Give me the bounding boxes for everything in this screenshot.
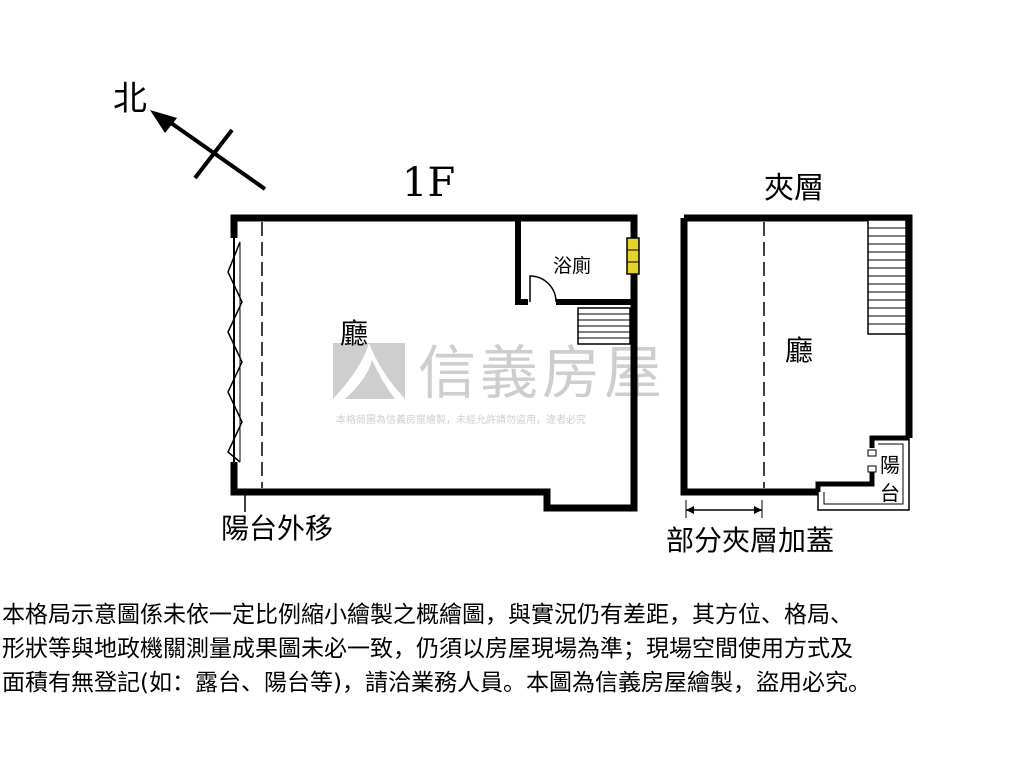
mezzanine-staircase xyxy=(867,219,907,335)
mezzanine-balcony-label-bottom: 台 xyxy=(880,481,900,505)
north-compass: 北 xyxy=(113,79,267,191)
bathroom-label: 浴廁 xyxy=(553,254,591,277)
floor1-living-room-label: 廳 xyxy=(340,317,368,350)
disclaimer-line-2: 形狀等與地政機關測量成果圖未必一致，仍須以房屋現場為準；現場空間使用方式及 xyxy=(2,636,853,662)
dimension-arrow-right xyxy=(754,506,762,514)
disclaimer-line-3: 面積有無登記(如：露台、陽台等)，請洽業務人員。本圖為信義房屋繪製，盜用必究。 xyxy=(2,670,871,696)
floor1-balcony-note: 陽台外移 xyxy=(221,512,333,545)
mezzanine-balcony-outline xyxy=(817,438,910,511)
floor1-plan: 1F 浴廁 廳 陽台外移 xyxy=(221,160,640,545)
folding-door-zigzag xyxy=(227,241,243,463)
floor1-staircase xyxy=(577,307,631,345)
mezzanine-balcony-wall-bottom xyxy=(815,472,875,492)
sinyi-logo-icon xyxy=(333,343,405,399)
mezzanine-living-room-label: 廳 xyxy=(785,334,813,367)
bathroom-wall-west xyxy=(515,218,528,305)
compass-arrowhead xyxy=(150,110,177,133)
balcony-door-mark-lower xyxy=(867,465,877,473)
mezzanine-title: 夾層 xyxy=(764,171,824,206)
watermark-brand: 信義房屋 xyxy=(418,339,666,407)
mezzanine-balcony-inner-outline xyxy=(823,443,904,505)
floor1-title: 1F xyxy=(402,160,455,206)
compass-crossbar xyxy=(193,128,234,180)
balcony-door-mark-upper xyxy=(867,449,877,457)
compass-north-label: 北 xyxy=(113,79,147,119)
mezzanine-north-east-wall xyxy=(684,214,913,438)
floor-plan-drawing: 北 信義房屋 本格局圖為信義房屋繪製，未經允許請勿盜用，違者必究 1F 浴廁 xyxy=(113,79,913,557)
floor1-outer-wall xyxy=(230,214,638,512)
watermark-notice: 本格局圖為信義房屋繪製，未經允許請勿盜用，違者必究 xyxy=(336,413,586,426)
mezzanine-extension-note: 部分夾層加蓋 xyxy=(666,524,834,557)
mezzanine-west-south-wall xyxy=(680,218,818,496)
disclaimer-line-1: 本格局示意圖係未依一定比例縮小繪製之概繪圖，與實況仍有差距，其方位、格局、 xyxy=(2,602,853,628)
mezzanine-balcony-wall-top xyxy=(869,435,909,448)
bathroom-door-swing xyxy=(529,275,557,303)
watermark: 信義房屋 本格局圖為信義房屋繪製，未經允許請勿盜用，違者必究 xyxy=(333,339,666,426)
disclaimer: 本格局示意圖係未依一定比例縮小繪製之概繪圖，與實況仍有差距，其方位、格局、 形狀… xyxy=(2,598,1022,700)
mezzanine-plan: 夾層 陽 台 xyxy=(666,171,913,557)
dimension-arrow-left xyxy=(686,506,694,514)
bathroom-window xyxy=(626,237,640,275)
mezzanine-balcony-label-top: 陽 xyxy=(880,453,900,477)
